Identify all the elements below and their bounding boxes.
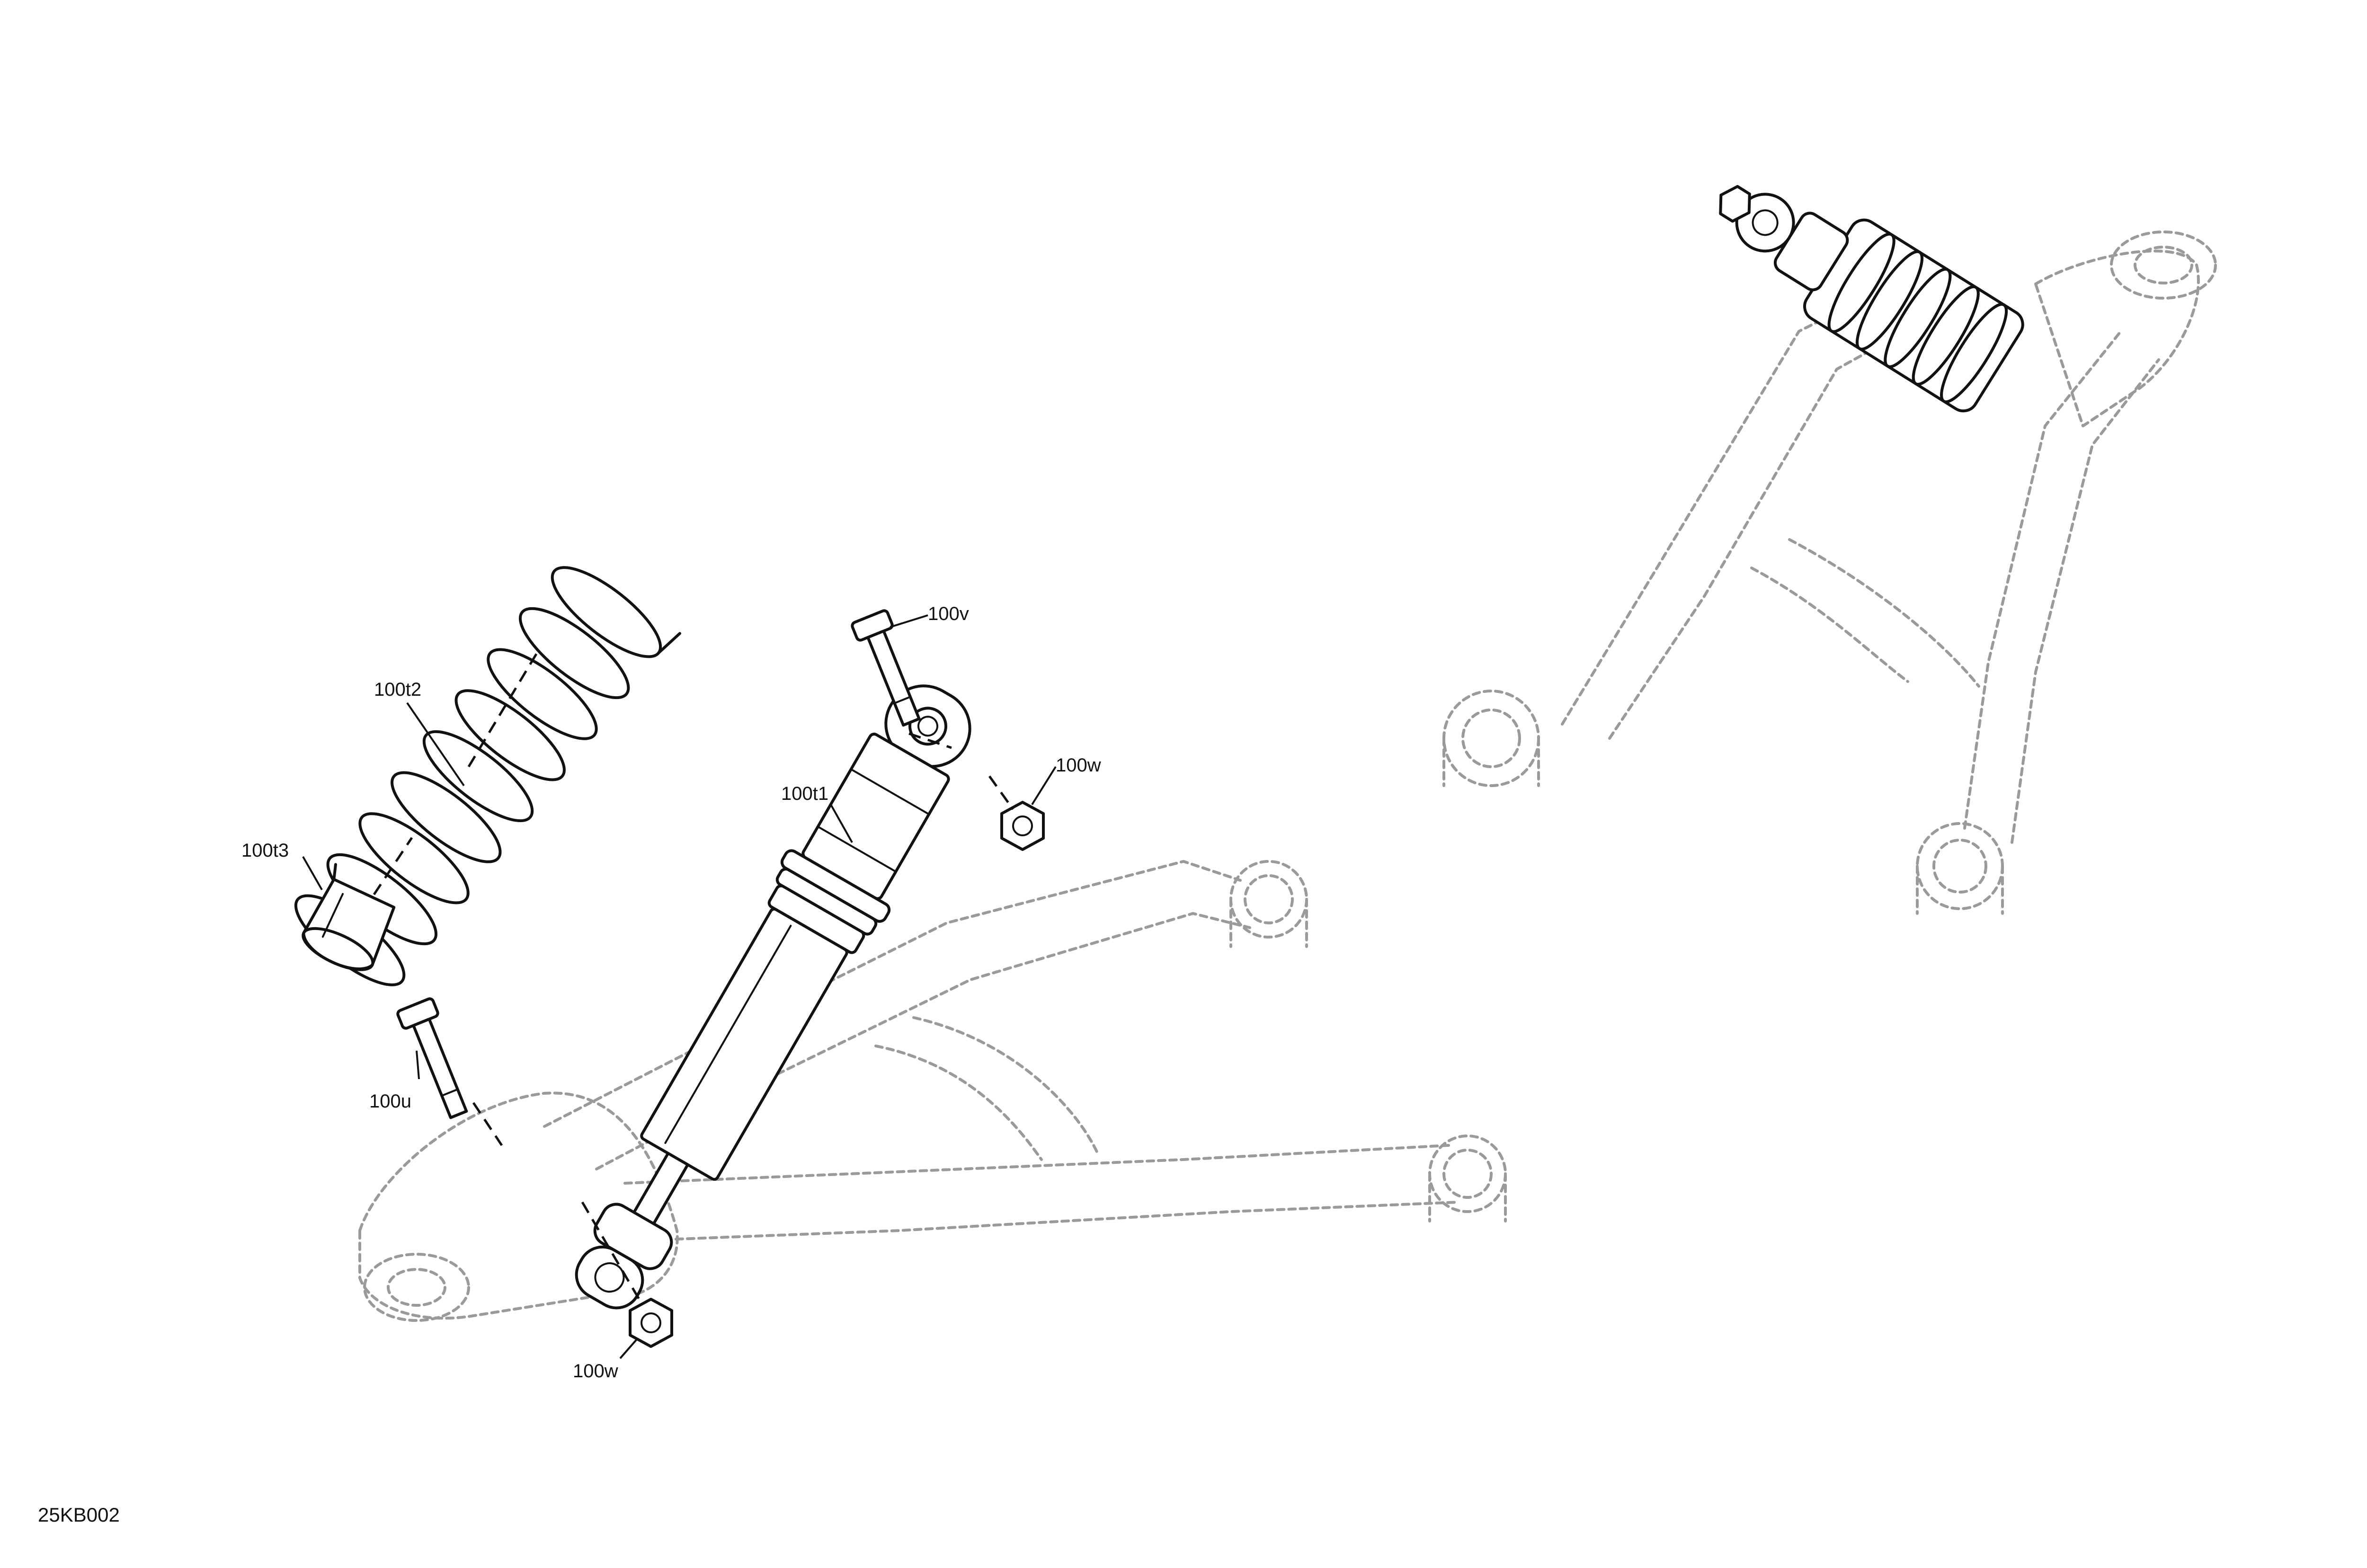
shock-absorber (575, 684, 971, 1310)
figure-id: 25KB002 (38, 1504, 120, 1526)
lower-bolt (396, 997, 468, 1119)
spring-axis-dash (467, 647, 541, 768)
upper-bolt-axis-dash (908, 732, 952, 749)
lower-nut (629, 1298, 673, 1348)
callout-spring-retainer: 100t3 (241, 840, 289, 861)
lower-bolt-axis-dash (472, 1102, 503, 1146)
assembled-a-arm-ghost (1442, 230, 2217, 915)
callout-leaders (302, 614, 1057, 1359)
coil-spring (294, 566, 682, 986)
lower-a-arm-ghost (358, 860, 1507, 1322)
callout-upper-bolt: 100v (928, 603, 969, 624)
callout-spring: 100t2 (374, 679, 421, 700)
upper-nut-axis-dash (988, 775, 1014, 810)
upper-nut (1000, 801, 1045, 851)
upper-bolt (851, 609, 921, 727)
callout-upper-nut: 100w (1056, 755, 1101, 776)
callout-shock: 100t1 (781, 783, 828, 804)
retainer-axis-dash (373, 837, 413, 895)
callout-lower-nut: 100w (573, 1361, 618, 1382)
spring-retainer (302, 863, 396, 971)
assembled-shock-and-spring (1719, 185, 2024, 413)
callout-lower-bolt: 100u (369, 1091, 411, 1112)
